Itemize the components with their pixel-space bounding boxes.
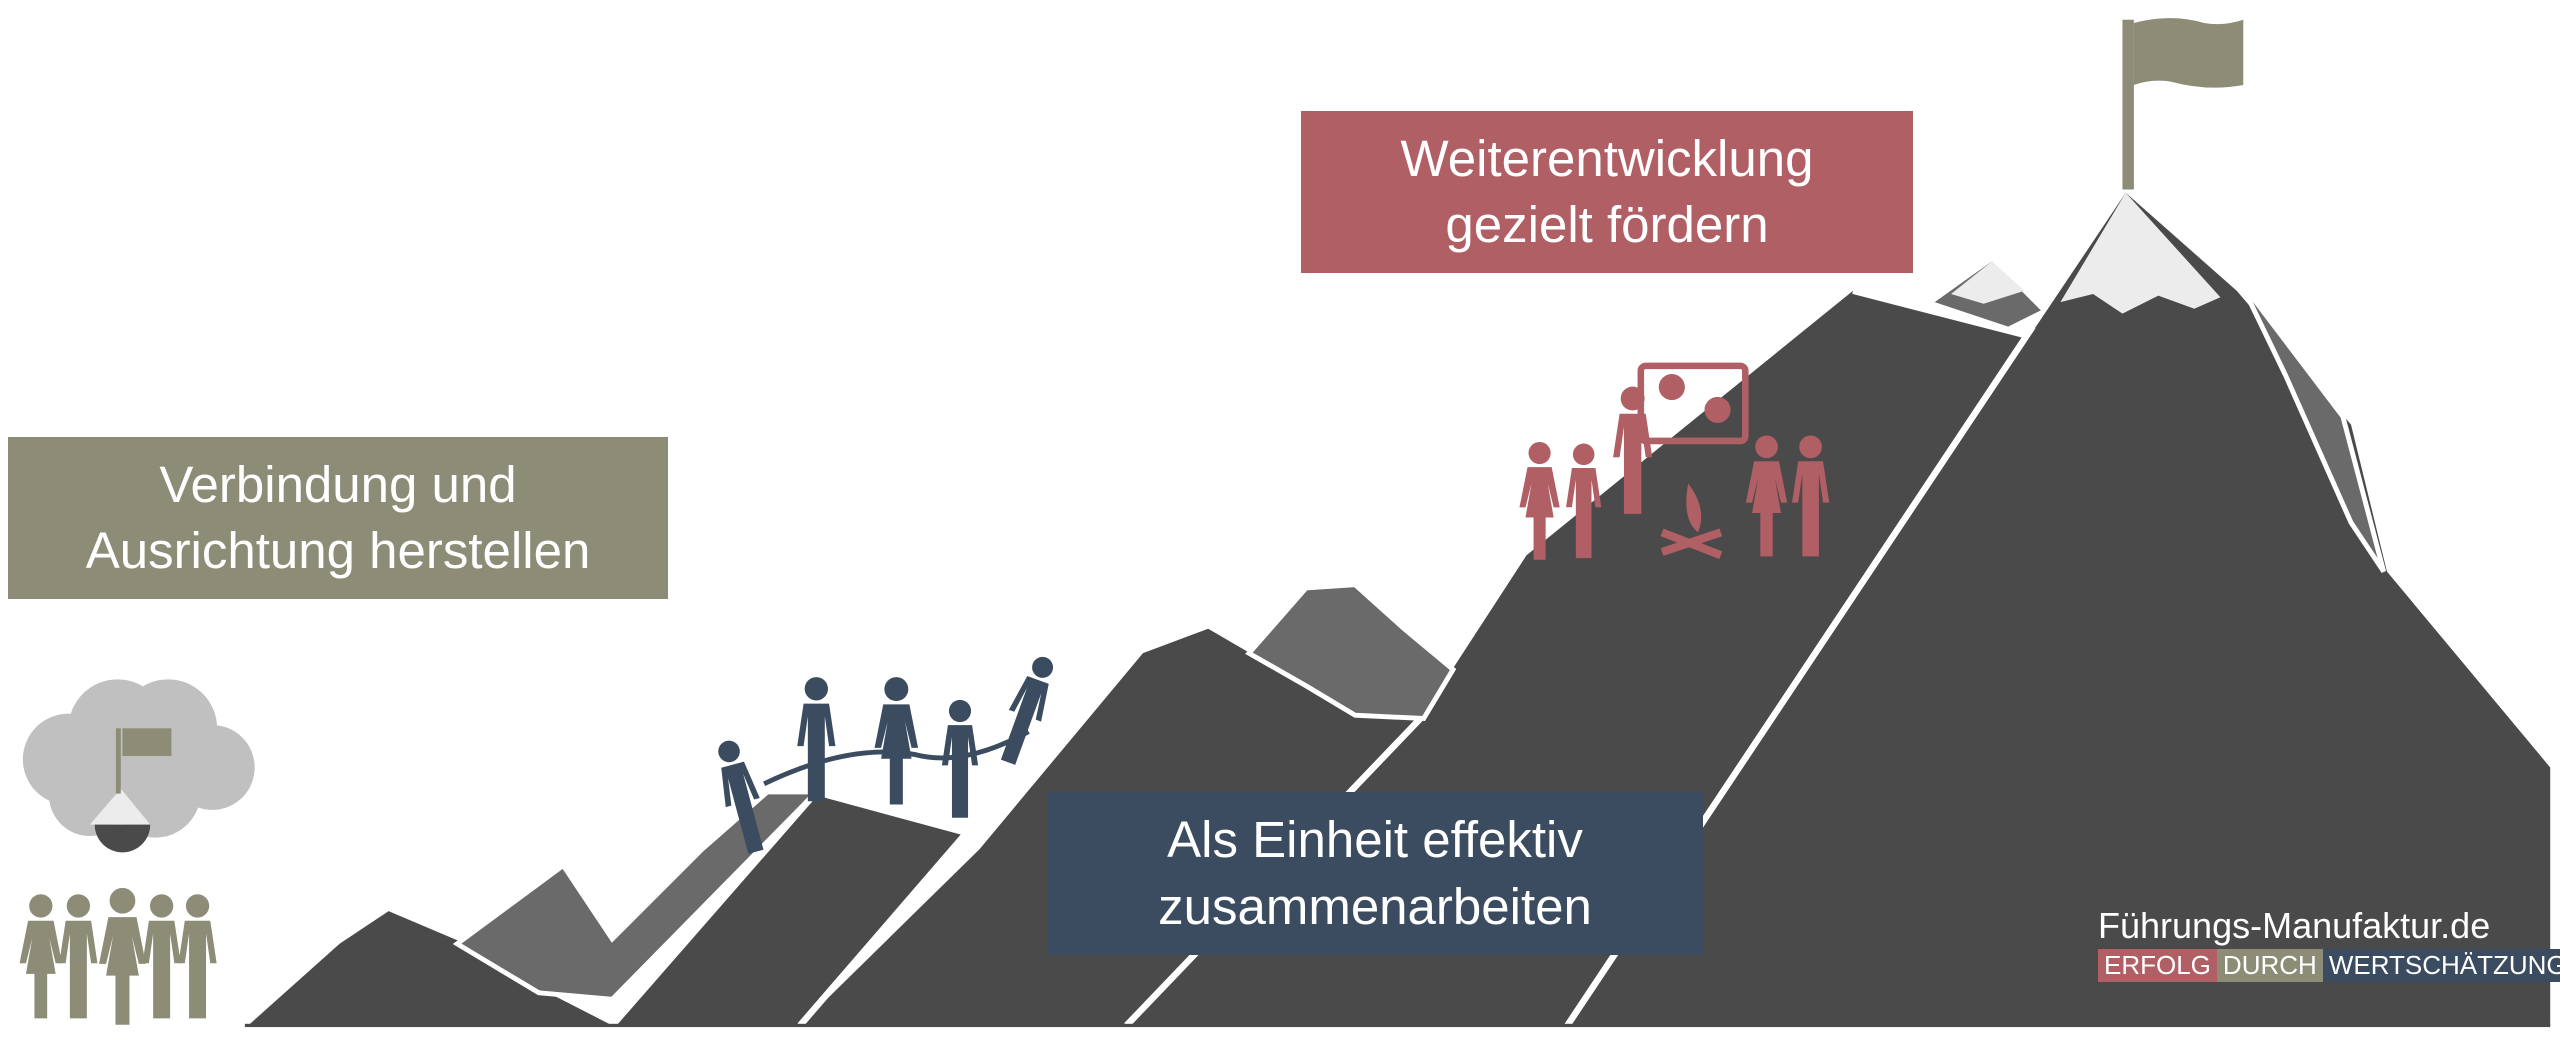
connection-alignment-label: Verbindung und Ausrichtung herstellen — [8, 437, 668, 599]
team-member-figure — [142, 894, 181, 1019]
label-line: zusammenarbeiten — [1158, 877, 1592, 935]
question-icon — [1704, 396, 1731, 423]
climber-figure — [797, 677, 836, 802]
flag-icon — [122, 728, 172, 757]
tagline-erfolg: ERFOLG — [2098, 949, 2217, 982]
question-icon — [1658, 374, 1685, 401]
tagline-wertschaetzung: WERTSCHÄTZUNG — [2322, 949, 2560, 982]
vision-cloud — [22, 679, 255, 853]
brand-name: Führungs-Manufaktur.de — [2098, 905, 2491, 946]
label-line: Als Einheit effektiv — [1167, 811, 1583, 869]
team-member-figure — [99, 887, 146, 1025]
development-label: Weiterentwicklung gezielt fördern — [1301, 111, 1913, 273]
brand-tagline: ERFOLG DURCH WERTSCHÄTZUNG — [2098, 949, 2560, 982]
label-line: gezielt fördern — [1445, 196, 1769, 253]
teamwork-label: Als Einheit effektiv zusammenarbeiten — [1047, 792, 1703, 955]
label-line: Ausrichtung herstellen — [85, 522, 591, 579]
label-line: Weiterentwicklung — [1400, 129, 1814, 187]
campfire-icon — [1660, 483, 1723, 560]
foothill — [248, 789, 823, 1028]
rope — [763, 729, 1030, 787]
climber-figure — [874, 677, 919, 805]
team-member-figure — [178, 894, 217, 1019]
label-line: Verbindung und — [159, 455, 517, 513]
team-member-figure — [59, 894, 98, 1019]
team-group — [19, 887, 217, 1025]
training-group — [1519, 362, 1830, 560]
lower-mountain — [612, 788, 970, 1028]
team-member-figure — [19, 894, 63, 1019]
climber-figure — [991, 651, 1063, 769]
summit-flag-icon — [2133, 18, 2244, 88]
flag-pole — [2122, 19, 2134, 190]
tagline-durch: DURCH — [2216, 949, 2323, 982]
summit-mountain — [1567, 18, 2551, 1026]
snow-cap — [2060, 192, 2221, 314]
brand-logo: Führungs-Manufaktur.de ERFOLG DURCH WERT… — [2098, 905, 2560, 982]
climbing-team — [709, 651, 1063, 857]
